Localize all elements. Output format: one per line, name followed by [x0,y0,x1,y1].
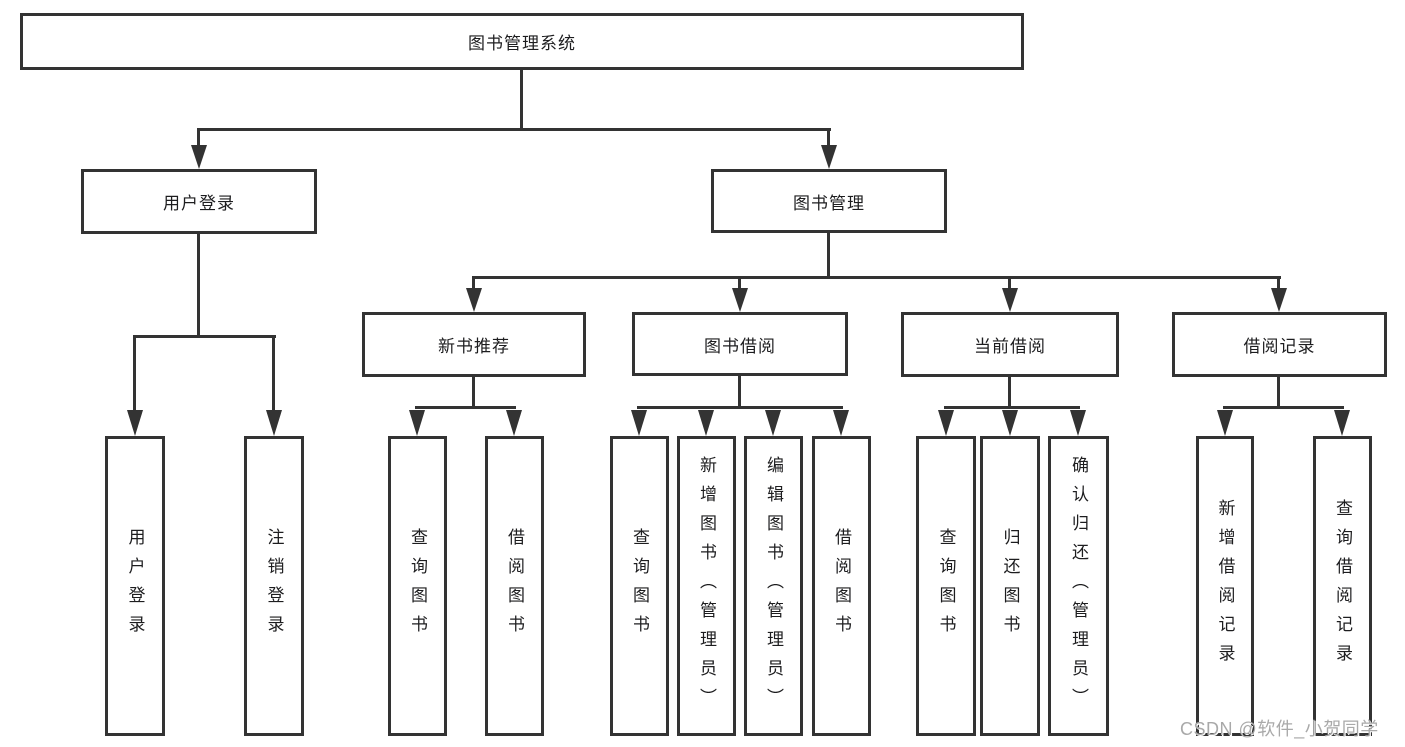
connector-line [1277,377,1280,409]
connector-line [415,406,516,409]
node-root: 图书管理系统 [20,13,1024,70]
leaf-query-book: 查询图书 [916,436,976,736]
node-borrow-record: 借阅记录 [1172,312,1387,377]
leaf-label: 用户登录 [125,528,145,644]
connector-line [133,335,136,415]
node-user-login: 用户登录 [81,169,317,234]
leaf-logout: 注销登录 [244,436,304,736]
connector-line [738,376,741,409]
arrowhead-down-icon [765,410,781,436]
node-label: 图书借阅 [704,336,776,356]
leaf-label: 新增图书（管理员） [697,455,716,717]
arrowhead-down-icon [266,410,282,436]
connector-line [1277,276,1280,291]
leaf-label: 注销登录 [264,528,284,644]
arrowhead-down-icon [506,410,522,436]
watermark-text: CSDN @软件_小贺同学 [1180,719,1379,739]
leaf-add-borrow-record: 新增借阅记录 [1196,436,1254,736]
connector-line [1008,377,1011,409]
arrowhead-down-icon [833,410,849,436]
leaf-label: 编辑图书（管理员） [764,455,783,717]
connector-line [472,276,475,291]
connector-line [197,128,831,131]
arrowhead-down-icon [821,145,837,169]
leaf-user-login: 用户登录 [105,436,165,736]
connector-line [133,335,276,338]
leaf-label: 新增借阅记录 [1215,499,1235,673]
arrowhead-down-icon [631,410,647,436]
arrowhead-down-icon [191,145,207,169]
node-label: 新书推荐 [438,337,510,356]
leaf-query-borrow-record: 查询借阅记录 [1313,436,1372,736]
node-book-management: 图书管理 [711,169,947,233]
arrowhead-down-icon [732,288,748,312]
arrowhead-down-icon [409,410,425,436]
leaf-borrow-book: 借阅图书 [485,436,544,736]
connector-line [827,128,830,148]
node-new-book-recommend: 新书推荐 [362,312,586,377]
arrowhead-down-icon [1002,410,1018,436]
arrowhead-down-icon [938,410,954,436]
connector-line [1223,406,1344,409]
connector-line [197,128,200,148]
arrowhead-down-icon [127,410,143,436]
leaf-add-book-admin: 新增图书（管理员） [677,436,736,736]
node-label: 图书管理 [793,193,865,213]
arrowhead-down-icon [1271,288,1287,312]
arrowhead-down-icon [698,410,714,436]
leaf-return-book: 归还图书 [980,436,1040,736]
connector-line [1008,276,1011,291]
leaf-label: 查询图书 [630,528,649,644]
arrowhead-down-icon [1334,410,1350,436]
leaf-label: 查询借阅记录 [1333,499,1352,673]
node-book-borrow: 图书借阅 [632,312,848,376]
connector-line [472,377,475,409]
leaf-query-book: 查询图书 [610,436,669,736]
leaf-label: 借阅图书 [505,528,524,644]
connector-line [827,233,830,279]
leaf-edit-book-admin: 编辑图书（管理员） [744,436,803,736]
leaf-borrow-book: 借阅图书 [812,436,871,736]
arrowhead-down-icon [1002,288,1018,312]
leaf-label: 查询图书 [408,528,427,644]
leaf-query-book: 查询图书 [388,436,447,736]
leaf-confirm-return-admin: 确认归还（管理员） [1048,436,1109,736]
connector-line [944,406,1080,409]
connector-line [197,234,200,338]
leaf-label: 确认归还（管理员） [1069,455,1088,717]
connector-line [637,406,843,409]
arrowhead-down-icon [1217,410,1233,436]
leaf-label: 归还图书 [1000,528,1020,644]
leaf-label: 查询图书 [936,528,956,644]
connector-line [738,276,741,291]
node-label: 用户登录 [163,194,235,213]
node-label: 当前借阅 [974,337,1046,356]
node-label: 借阅记录 [1243,337,1316,356]
leaf-label: 借阅图书 [832,528,851,644]
connector-line [272,335,275,415]
node-root-label: 图书管理系统 [468,34,576,53]
arrowhead-down-icon [466,288,482,312]
connector-line [472,276,1281,279]
node-current-borrow: 当前借阅 [901,312,1119,377]
connector-line [520,70,523,131]
arrowhead-down-icon [1070,410,1086,436]
